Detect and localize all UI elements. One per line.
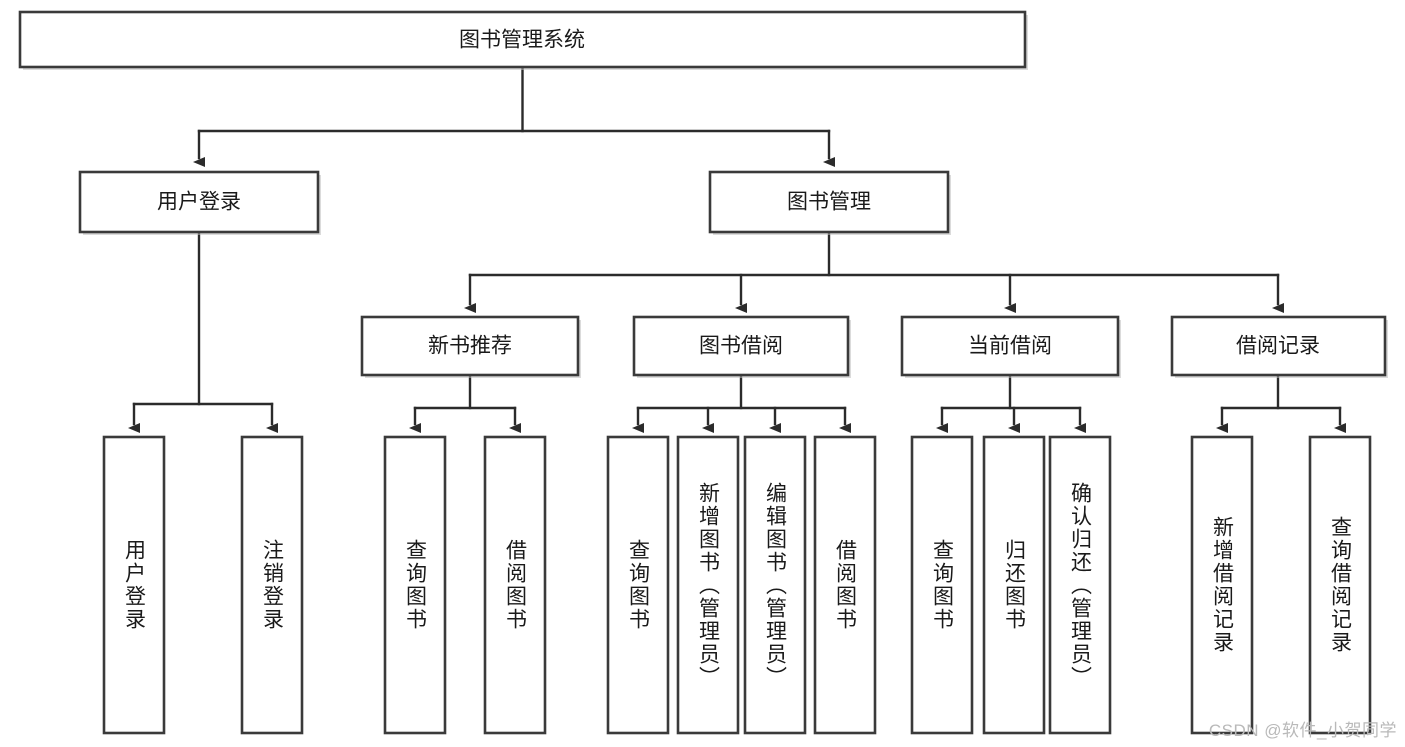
leaf-box-confirm-return-admin[interactable] <box>1048 435 1112 735</box>
node-user-login-box[interactable] <box>78 170 320 234</box>
leaf-box-return-book[interactable] <box>982 435 1046 735</box>
node-book-borrow[interactable]: 图书借阅 <box>632 315 851 378</box>
leaf-box-query-books-borrow[interactable] <box>606 435 670 735</box>
leaf-box-add-book-admin[interactable] <box>676 435 740 735</box>
connector-group-borrow-to-leaves <box>632 373 851 433</box>
node-book-borrow-label: 图书借阅 <box>699 335 783 358</box>
connector-group-newbooks-to-leaves <box>409 373 521 433</box>
node-current-borrow-box[interactable] <box>900 315 1120 377</box>
leaf-box-logout[interactable] <box>240 435 304 735</box>
node-user-login[interactable]: 用户登录 <box>78 170 321 235</box>
leaf-box-query-borrow-record[interactable] <box>1308 435 1372 735</box>
leaf-box-group <box>102 435 1372 735</box>
leaf-box-user-login[interactable] <box>102 435 166 735</box>
node-new-book-recommend-box[interactable] <box>360 315 580 377</box>
node-book-management-box[interactable] <box>708 170 950 234</box>
leaf-box-edit-book-admin[interactable] <box>743 435 807 735</box>
leaf-box-query-books-newbooks[interactable] <box>383 435 447 735</box>
connector-group-userlogin-to-leaves <box>128 230 278 433</box>
leaf-box-borrow-book[interactable] <box>813 435 877 735</box>
node-book-management-label: 图书管理 <box>787 191 871 214</box>
connector-group-bookmgmt-to-level3 <box>464 230 1284 313</box>
node-new-book-recommend[interactable]: 新书推荐 <box>360 315 581 378</box>
node-borrow-records-label: 借阅记录 <box>1236 335 1320 358</box>
node-root[interactable]: 图书管理系统 <box>18 10 1028 70</box>
node-borrow-records[interactable]: 借阅记录 <box>1170 315 1388 378</box>
node-borrow-records-box[interactable] <box>1170 315 1387 377</box>
node-root-box[interactable] <box>18 10 1027 69</box>
node-root-label: 图书管理系统 <box>459 29 585 52</box>
node-book-borrow-box[interactable] <box>632 315 850 377</box>
node-current-borrow[interactable]: 当前借阅 <box>900 315 1121 378</box>
leaf-box-query-books-current[interactable] <box>910 435 974 735</box>
connector-group-records-to-leaves <box>1216 373 1346 433</box>
node-user-login-label: 用户登录 <box>157 191 241 214</box>
connector-group-root-to-level2 <box>193 65 835 167</box>
node-current-borrow-label: 当前借阅 <box>968 335 1052 358</box>
leaf-box-add-borrow-record[interactable] <box>1190 435 1254 735</box>
node-new-book-recommend-label: 新书推荐 <box>428 335 512 358</box>
leaf-box-borrow-books-newbooks[interactable] <box>483 435 547 735</box>
watermark: CSDN @软件_小贺同学 <box>1208 721 1397 740</box>
connector-group-current-to-leaves <box>936 373 1086 433</box>
node-book-management[interactable]: 图书管理 <box>708 170 951 235</box>
